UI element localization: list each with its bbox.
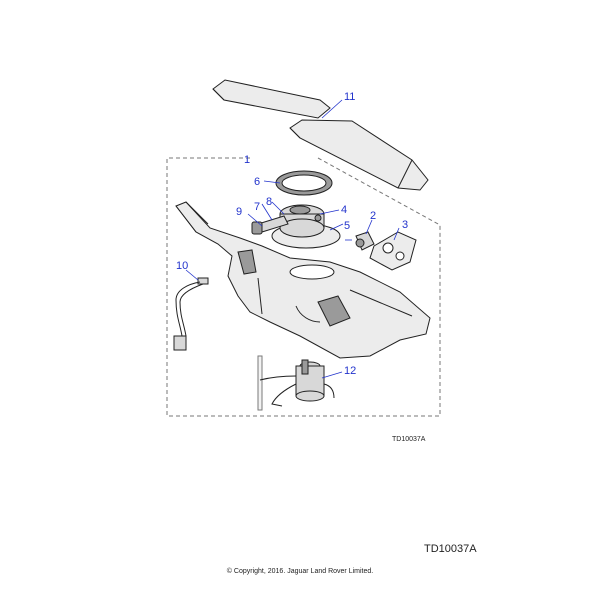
- callout-1: 1: [244, 154, 250, 166]
- callout-11: 11: [344, 91, 355, 103]
- callout-6: 6: [254, 176, 260, 188]
- gasket-plate-part: [369, 231, 417, 271]
- drawing-reference-large: TD10037A: [424, 543, 477, 555]
- callout-3: 3: [402, 219, 408, 231]
- callout-9: 9: [236, 206, 242, 218]
- callout-7: 7: [254, 201, 260, 213]
- vent-valve-part: [251, 215, 289, 235]
- callout-2: 2: [370, 210, 376, 222]
- locking-ring-part: [275, 170, 333, 196]
- callout-12: 12: [344, 365, 356, 377]
- fuel-pump-part: [257, 355, 335, 411]
- callout-10: 10: [176, 260, 188, 272]
- fuel-sender-part: [271, 204, 341, 249]
- assembly-boundary: [166, 157, 441, 417]
- cover-panel-part: [212, 79, 429, 191]
- copyright-notice: © Copyright, 2016. Jaguar Land Rover Lim…: [226, 568, 374, 575]
- drawing-reference-small: TD10037A: [392, 436, 426, 443]
- callout-4: 4: [341, 204, 347, 216]
- callout-5: 5: [344, 220, 350, 232]
- callout-8: 8: [266, 196, 272, 208]
- fuel-tank-part: [175, 201, 431, 359]
- wiring-harness-part: [173, 277, 209, 351]
- connector-part: [355, 231, 375, 251]
